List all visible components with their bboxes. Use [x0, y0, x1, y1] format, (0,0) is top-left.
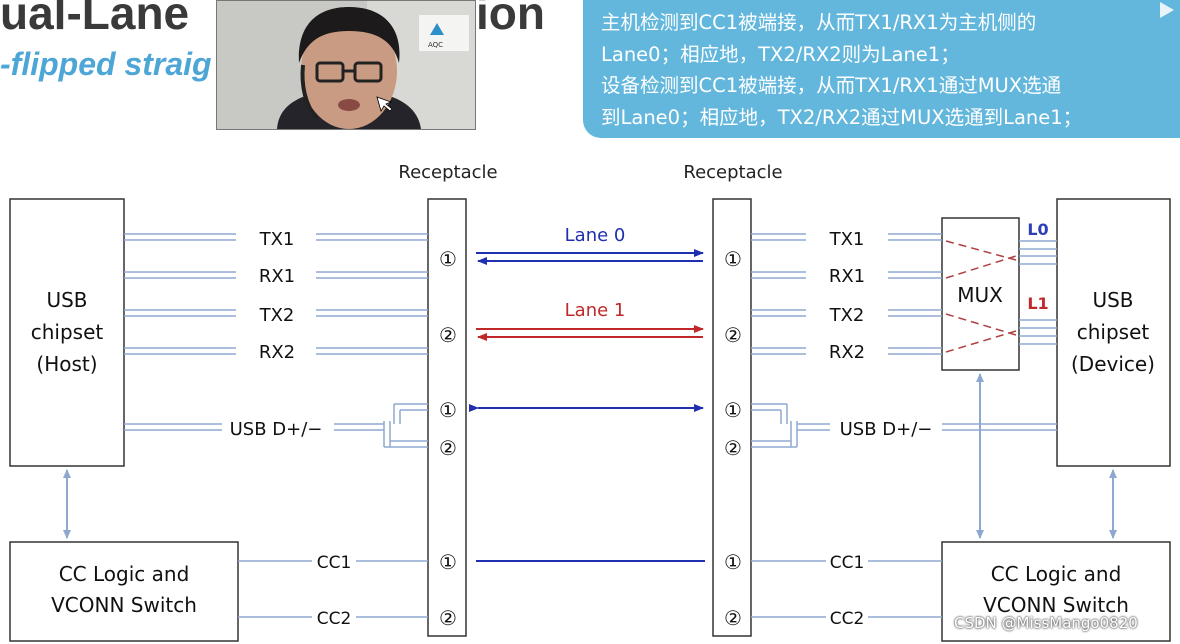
- right-rx2-label: RX2: [829, 342, 865, 363]
- right-pin-1-usb: ①: [724, 398, 742, 422]
- cc-logic-right-line-1: CC Logic and: [991, 562, 1122, 586]
- play-icon[interactable]: [1160, 2, 1174, 18]
- left-tx1-label: TX1: [259, 229, 295, 250]
- device-chipset-line-3: (Device): [1071, 352, 1155, 376]
- right-pin-2-cc: ②: [724, 606, 742, 630]
- callout-line-4: 到Lane0；相应地，TX2/RX2通过MUX选通到Lane1；: [601, 106, 1083, 129]
- host-chipset-line-3: (Host): [36, 352, 97, 376]
- host-chipset-line-1: USB: [46, 288, 87, 312]
- right-pin-1-cc: ①: [724, 550, 742, 574]
- background-sign-text: AQC: [428, 41, 443, 49]
- slide-title: ual-Lane: [0, 0, 190, 39]
- presenter-video-frame: AQC: [217, 1, 475, 129]
- headset: [300, 64, 319, 121]
- mux-l1-label: L1: [1027, 294, 1048, 313]
- left-pin-1-usb: ①: [439, 398, 457, 422]
- left-pin-2-upper: ②: [439, 323, 457, 347]
- slide-title-suffix: ion: [476, 0, 545, 39]
- right-pin-1-upper: ①: [724, 247, 742, 271]
- signal-labels: TX1 RX1 TX2 RX2 USB D+/− CC1 CC2 TX1 RX1…: [230, 229, 933, 629]
- device-chipset-line-1: USB: [1092, 288, 1133, 312]
- receptacle-left-bar: [427, 198, 467, 637]
- left-cc2-label: CC2: [317, 609, 352, 629]
- right-usb-dpdm-label: USB D+/−: [840, 419, 933, 440]
- left-pin-2-usb: ②: [439, 436, 457, 460]
- host-chipset-line-2: chipset: [31, 320, 104, 344]
- device-chipset-box: [1056, 198, 1171, 467]
- background-sign: [419, 15, 469, 51]
- receptacle-left-label: Receptacle: [398, 162, 497, 183]
- callout-line-3: 设备检测到CC1被端接，从而TX1/RX1通过MUX选通: [601, 74, 1062, 97]
- receptacle-right-bar: [712, 198, 752, 637]
- right-tx1-label: TX1: [829, 229, 865, 250]
- left-pin-2-cc: ②: [439, 606, 457, 630]
- cc-logic-left-line-2: VCONN Switch: [51, 593, 197, 617]
- lane0-label: Lane 0: [565, 225, 626, 246]
- right-cc2-label: CC2: [830, 609, 865, 629]
- slide-subtitle: -flipped straig: [0, 46, 212, 82]
- left-tx2-label: TX2: [259, 305, 295, 326]
- explanation-callout: 主机检测到CC1被端接，从而TX1/RX1为主机侧的 Lane0；相应地，TX2…: [583, 0, 1180, 138]
- cc-logic-left-line-1: CC Logic and: [59, 562, 190, 586]
- mux-l0-label: L0: [1027, 220, 1048, 239]
- cc-logic-right-box: [941, 541, 1171, 642]
- signal-wires: [124, 233, 1057, 618]
- left-rx2-label: RX2: [259, 342, 295, 363]
- right-cc1-label: CC1: [830, 553, 865, 573]
- presenter-hair: [298, 7, 400, 63]
- cc-logic-left-box: [9, 541, 239, 642]
- right-pin-2-upper: ②: [724, 323, 742, 347]
- left-cc1-label: CC1: [317, 553, 352, 573]
- device-chipset-line-2: chipset: [1077, 320, 1150, 344]
- left-usb-dpdm-label: USB D+/−: [230, 419, 323, 440]
- watermark: CSDN @MissMango0820: [954, 614, 1138, 632]
- lane1-label: Lane 1: [565, 300, 626, 321]
- right-rx1-label: RX1: [829, 266, 865, 287]
- webcam-video: AQC: [216, 0, 476, 130]
- mouse-cursor-icon: [376, 96, 393, 112]
- host-chipset-box: [9, 198, 125, 467]
- left-pin-1-upper: ①: [439, 247, 457, 271]
- cc-logic-right-line-2: VCONN Switch: [983, 593, 1129, 617]
- left-pin-1-cc: ①: [439, 550, 457, 574]
- callout-line-1: 主机检测到CC1被端接，从而TX1/RX1为主机侧的: [601, 11, 1037, 34]
- mux-label: MUX: [957, 283, 1003, 307]
- right-pin-2-usb: ②: [724, 436, 742, 460]
- mux-box: [941, 217, 1020, 371]
- receptacle-right-label: Receptacle: [683, 162, 782, 183]
- right-tx2-label: TX2: [829, 305, 865, 326]
- callout-line-2: Lane0；相应地，TX2/RX2则为Lane1；: [601, 43, 960, 66]
- left-rx1-label: RX1: [259, 266, 295, 287]
